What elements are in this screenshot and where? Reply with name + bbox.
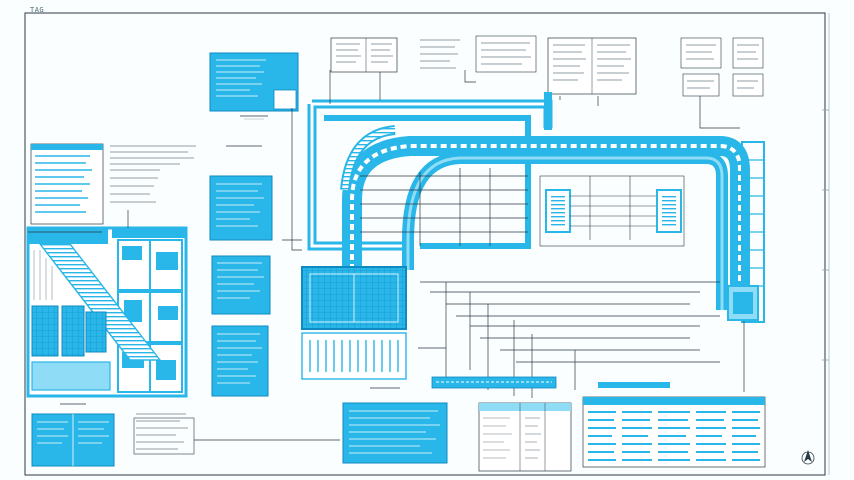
mid-left-box-2 <box>211 255 271 315</box>
equipment-unit-2 <box>656 189 682 233</box>
top-note-block-4 <box>547 37 637 95</box>
general-notes-text <box>110 145 262 203</box>
top-left-detail-panel <box>209 52 299 120</box>
schedule-table-1 <box>478 402 572 472</box>
equipment-unit-3 <box>727 285 759 321</box>
left-legend-panel <box>30 143 104 225</box>
top-note-block-5 <box>680 37 764 97</box>
duct-network <box>307 92 765 323</box>
top-note-block-2 <box>420 39 460 69</box>
sheet-border <box>24 12 826 476</box>
sheet-ticks <box>822 109 829 361</box>
equipment-unit-1 <box>545 189 571 233</box>
north-arrow-icon <box>801 450 815 465</box>
mid-left-box-3 <box>211 325 269 397</box>
top-note-block-1 <box>330 37 398 73</box>
branch-lines <box>28 70 745 398</box>
floor-plan <box>26 226 188 398</box>
lower-duct-bar <box>431 376 557 389</box>
top-note-block-3 <box>475 35 537 73</box>
central-equipment <box>301 266 446 389</box>
sheet-corner-label: TAG <box>30 6 45 14</box>
equipment-rows <box>539 175 685 247</box>
schedule-table-2 <box>582 382 766 468</box>
mid-left-box-1 <box>209 175 273 241</box>
center-bottom-panel <box>342 402 448 464</box>
bottom-notes-text <box>133 413 340 455</box>
bottom-left-detail-panel <box>31 403 115 467</box>
